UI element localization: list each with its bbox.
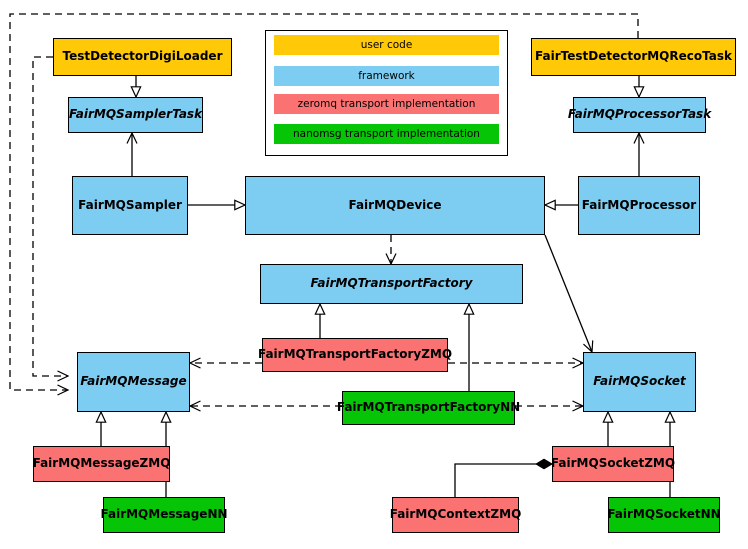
edge-digiloader-to-message: [32, 56, 68, 376]
class-box-FairMQContextZMQ[interactable]: FairMQContextZMQ: [390, 497, 521, 533]
class-box-FairMQSamplerTask[interactable]: FairMQSamplerTask: [68, 97, 203, 133]
class-label: FairMQSampler: [78, 197, 182, 212]
class-box-FairMQProcessorTask[interactable]: FairMQProcessorTask: [568, 97, 711, 133]
class-box-FairMQDevice[interactable]: FairMQDevice: [245, 176, 545, 235]
legend-item-framework: framework: [274, 66, 499, 86]
class-label: FairMQSocket: [593, 374, 686, 389]
class-box-FairMQMessageZMQ[interactable]: FairMQMessageZMQ: [33, 446, 170, 482]
class-box-FairMQSocketZMQ[interactable]: FairMQSocketZMQ: [551, 446, 675, 482]
class-box-FairTestDetectorMQRecoTask[interactable]: FairTestDetectorMQRecoTask: [531, 38, 736, 76]
class-label: FairMQDevice: [348, 197, 442, 212]
class-box-FairMQMessageNN[interactable]: FairMQMessageNN: [100, 497, 228, 533]
class-box-FairMQTransportFactory[interactable]: FairMQTransportFactory: [260, 264, 523, 304]
edge-socketzmq-contextzmq: [454, 464, 552, 497]
class-label: FairMQProcessor: [581, 197, 697, 212]
class-box-FairMQTransportFactoryNN[interactable]: FairMQTransportFactoryNN: [337, 391, 520, 425]
class-box-FairMQSocket[interactable]: FairMQSocket: [583, 352, 696, 412]
class-label: FairMQMessageNN: [100, 507, 228, 522]
class-label: FairMQTransportFactoryNN: [336, 400, 521, 415]
legend-item-zeromq: zeromq transport implementation: [274, 94, 499, 114]
class-box-FairMQProcessor[interactable]: FairMQProcessor: [578, 176, 700, 235]
class-box-FairMQSocketNN[interactable]: FairMQSocketNN: [607, 497, 721, 533]
legend-label-user-code: user code: [360, 39, 413, 51]
class-label: FairMQContextZMQ: [389, 507, 522, 522]
class-label: FairMQMessage: [80, 374, 187, 389]
legend-label-framework: framework: [358, 70, 415, 82]
class-label: FairMQProcessorTask: [567, 107, 712, 122]
class-label: FairTestDetectorMQRecoTask: [535, 49, 732, 64]
legend-label-zeromq: zeromq transport implementation: [297, 98, 476, 110]
class-box-FairMQSampler[interactable]: FairMQSampler: [72, 176, 188, 235]
class-label: FairMQTransportFactoryZMQ: [257, 347, 453, 362]
class-label: FairMQMessageZMQ: [32, 456, 171, 471]
edge-recotask-to-message: [9, 13, 639, 390]
legend-item-nanomsg: nanomsg transport implementation: [274, 124, 499, 144]
class-label: FairMQSamplerTask: [68, 107, 203, 122]
class-box-FairMQMessage[interactable]: FairMQMessage: [77, 352, 190, 412]
class-box-TestDetectorDigiLoader[interactable]: TestDetectorDigiLoader: [53, 38, 232, 76]
edge-device-socket: [544, 234, 592, 352]
legend-label-nanomsg: nanomsg transport implementation: [293, 128, 480, 140]
class-box-FairMQTransportFactoryZMQ[interactable]: FairMQTransportFactoryZMQ: [258, 338, 452, 372]
class-label: FairMQSocketNN: [607, 507, 721, 522]
class-label: TestDetectorDigiLoader: [62, 49, 223, 64]
class-label: FairMQSocketZMQ: [550, 456, 676, 471]
legend-item-user-code: user code: [274, 35, 499, 55]
class-label: FairMQTransportFactory: [310, 276, 473, 291]
